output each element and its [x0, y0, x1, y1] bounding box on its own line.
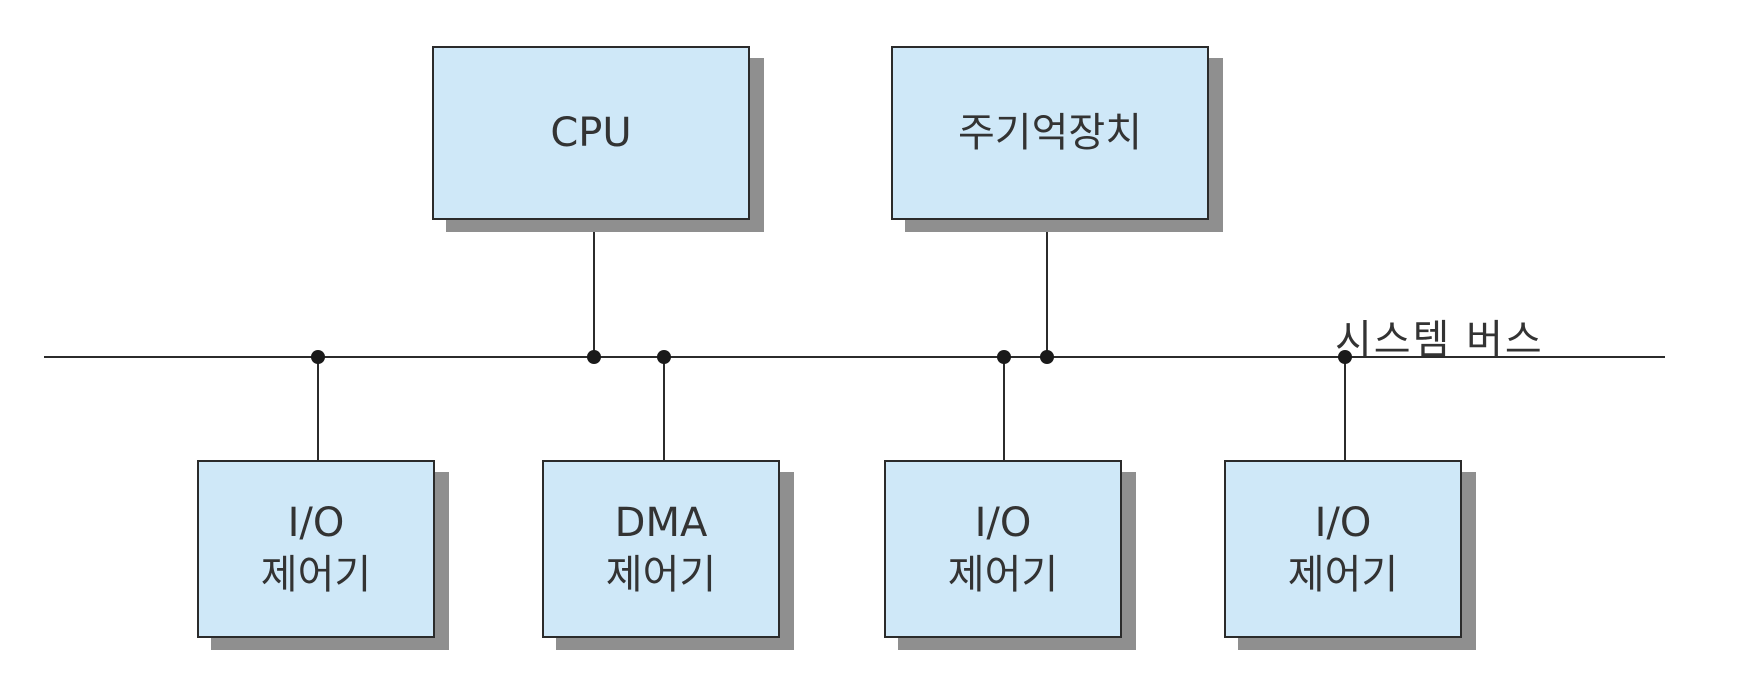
junction-dot-dma — [657, 350, 671, 364]
dma-controller-subtitle: 제어기 — [605, 552, 717, 598]
io-controller-3-subtitle: 제어기 — [1287, 552, 1399, 598]
junction-dot-io2 — [997, 350, 1011, 364]
io-controller-2-title: I/O — [974, 500, 1032, 546]
io-controller-box-2: I/O 제어기 — [884, 460, 1122, 638]
system-bus-label: 시스템 버스 — [1335, 317, 1544, 363]
io-controller-3-title: I/O — [1314, 500, 1372, 546]
io-controller-2-subtitle: 제어기 — [947, 552, 1059, 598]
junction-dot-memory — [1040, 350, 1054, 364]
io-controller-1-title: I/O — [287, 500, 345, 546]
io-controller-box-3: I/O 제어기 — [1224, 460, 1462, 638]
junction-dot-io1 — [311, 350, 325, 364]
main-memory-label: 주기억장치 — [958, 110, 1142, 156]
junction-dot-cpu — [587, 350, 601, 364]
main-memory-box: 주기억장치 — [891, 46, 1209, 220]
io-controller-box-1: I/O 제어기 — [197, 460, 435, 638]
cpu-label: CPU — [550, 110, 632, 156]
io-controller-1-subtitle: 제어기 — [260, 552, 372, 598]
dma-controller-title: DMA — [614, 500, 708, 546]
dma-controller-box: DMA 제어기 — [542, 460, 780, 638]
junction-dot-io3 — [1338, 350, 1352, 364]
cpu-box: CPU — [432, 46, 750, 220]
